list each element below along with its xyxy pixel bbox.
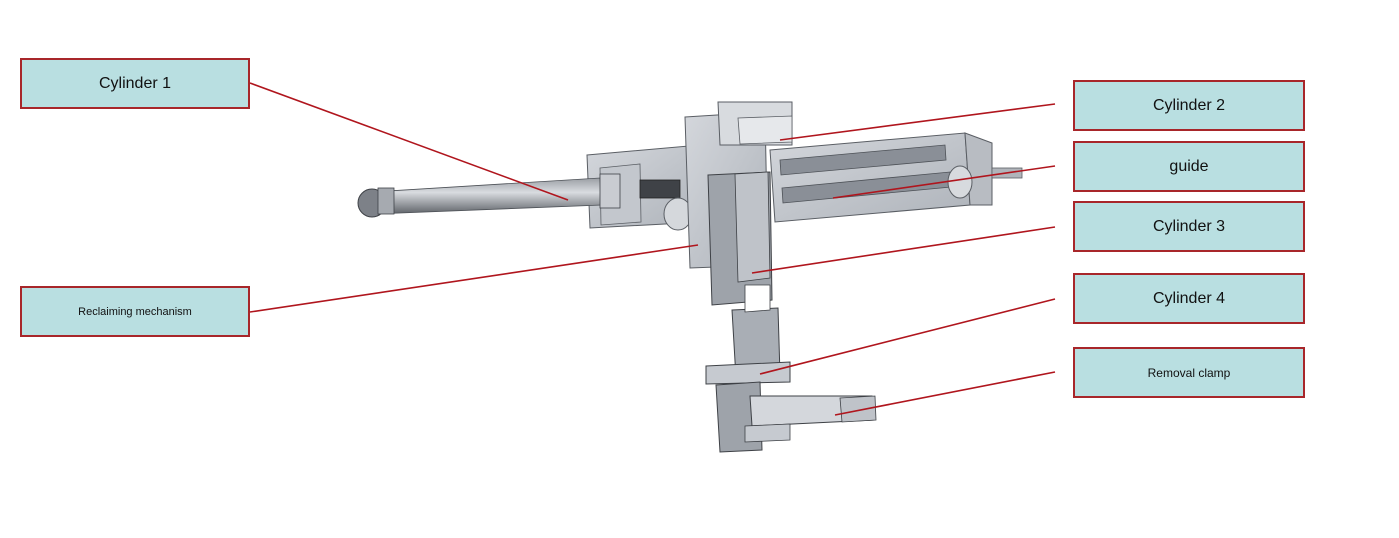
leader-cylinder-1 [249,82,569,201]
leader-cylinder-2 [779,103,1056,141]
label-removal-clamp: Removal clamp [1073,347,1305,398]
label-cylinder-1: Cylinder 1 [20,58,250,109]
leader-cylinder-4 [759,298,1056,375]
leader-guide [832,165,1056,199]
center-plate [684,101,793,379]
removal-clamp-body [705,361,877,453]
guide-rail [769,132,1023,223]
label-cylinder-3: Cylinder 3 [1073,201,1305,252]
leader-removal-clamp [834,371,1056,416]
label-cylinder-4: Cylinder 4 [1073,273,1305,324]
leader-lines [249,82,1056,416]
label-guide: guide [1073,141,1305,192]
leader-reclaiming-mechanism [249,244,699,313]
label-cylinder-2: Cylinder 2 [1073,80,1305,131]
leader-cylinder-3 [751,226,1056,274]
label-reclaiming-mechanism: Reclaiming mechanism [20,286,250,337]
cylinder-1-body [357,173,693,231]
